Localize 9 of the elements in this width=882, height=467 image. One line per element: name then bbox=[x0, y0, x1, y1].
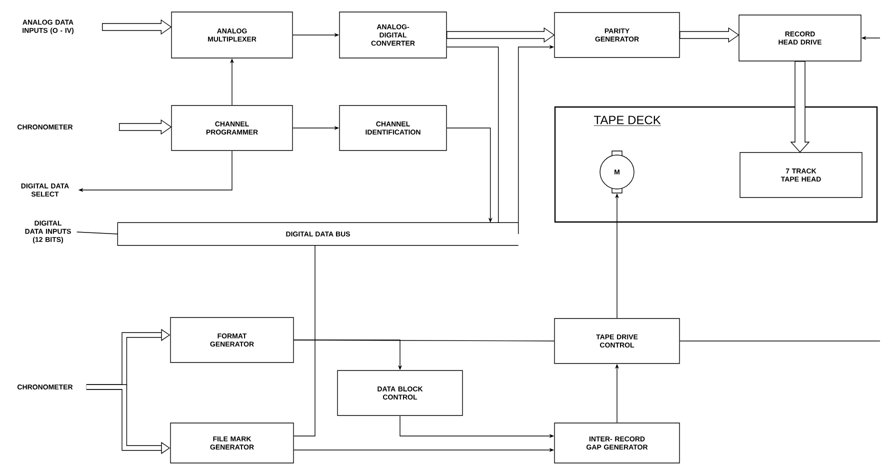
hollow-arrow bbox=[680, 27, 740, 43]
connector-line bbox=[680, 340, 880, 342]
hollow-arrow bbox=[446, 27, 555, 43]
connector-line bbox=[294, 245, 316, 436]
connector-line bbox=[446, 46, 499, 223]
connector-line bbox=[76, 232, 118, 234]
hollow-arrow bbox=[119, 119, 172, 135]
hollow-arrow bbox=[790, 61, 810, 153]
hollow-arrow bbox=[102, 19, 172, 35]
